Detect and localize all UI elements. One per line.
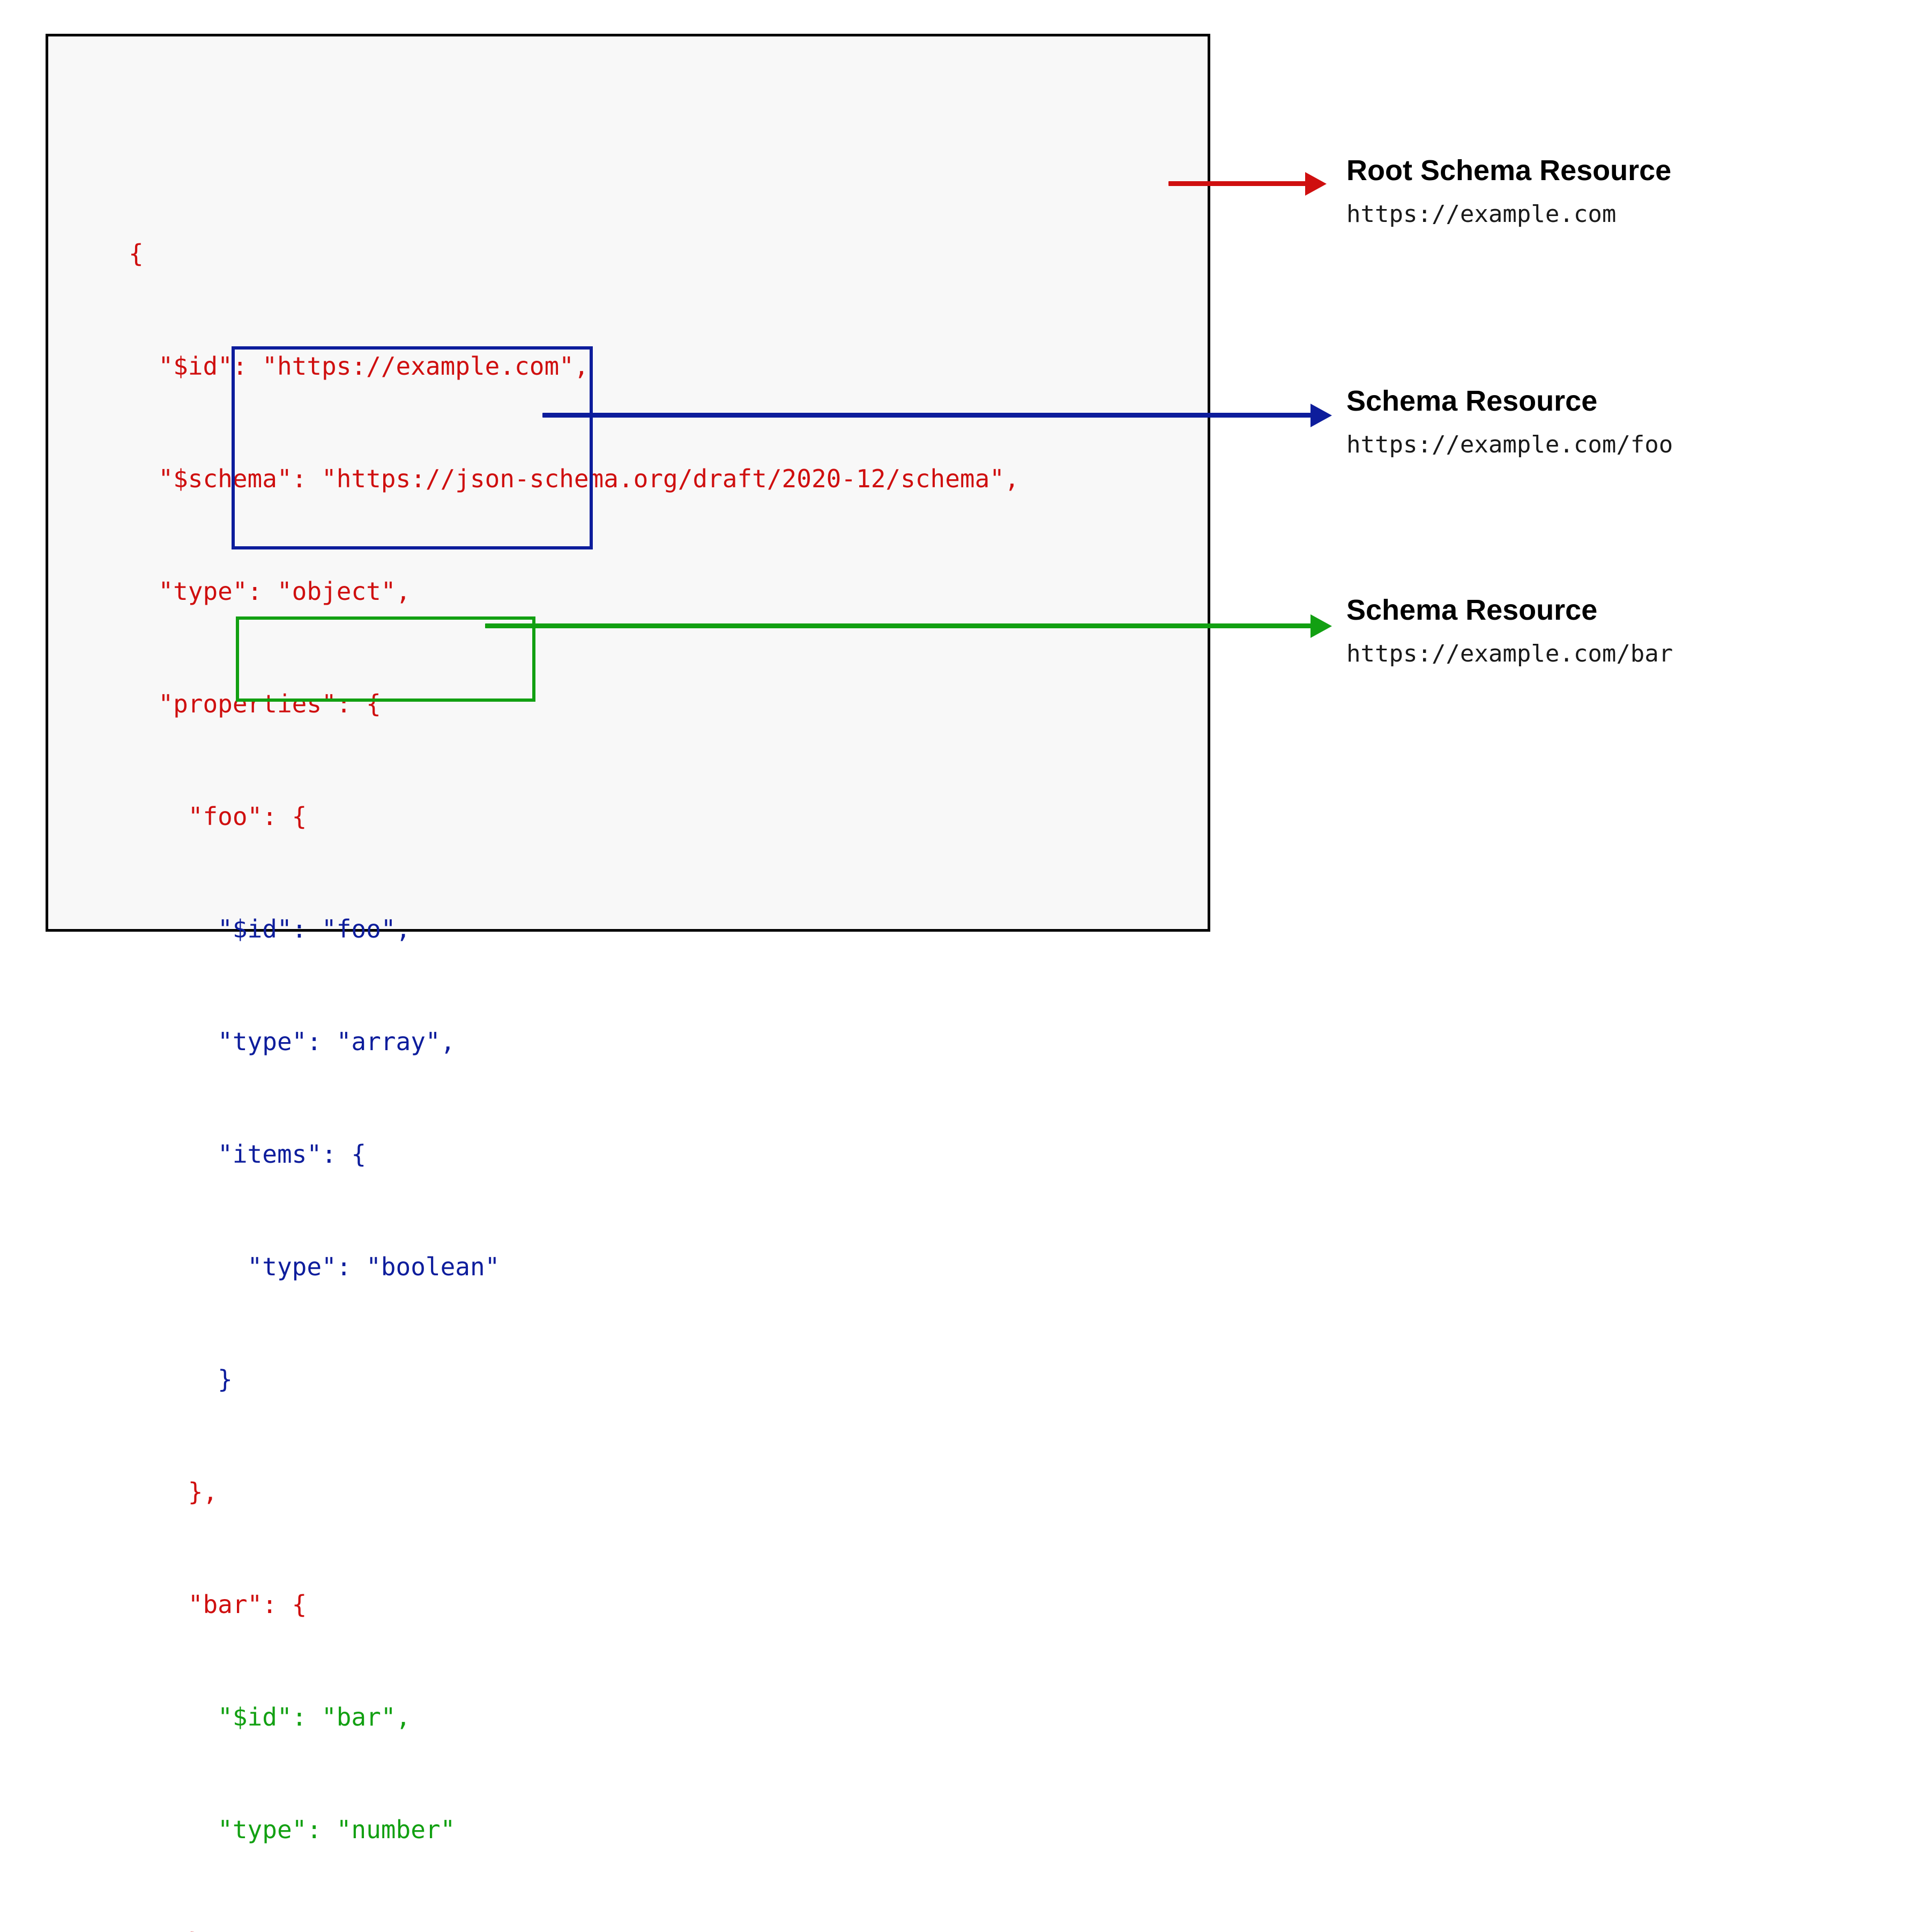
- code-line: "type": "number": [129, 1815, 456, 1844]
- callout-foo: Schema Resource https://example.com/foo: [1346, 385, 1673, 459]
- code-line: "type": "array",: [129, 1027, 456, 1056]
- arrow-head: [1311, 614, 1332, 638]
- code-line: },: [129, 1477, 218, 1506]
- arrow-shaft: [485, 623, 1312, 628]
- bar-subschema-highlight: [236, 616, 535, 702]
- code-line: }: [129, 1365, 233, 1394]
- foo-subschema-highlight: [232, 346, 593, 549]
- code-line: "$id": "bar",: [129, 1703, 411, 1732]
- callout-bar: Schema Resource https://example.com/bar: [1346, 594, 1673, 668]
- arrow-shaft: [542, 413, 1312, 418]
- code-line: "items": {: [129, 1140, 367, 1169]
- code-line: "properties": {: [129, 689, 381, 718]
- diagram-canvas: { "$id": "https://example.com", "$schema…: [46, 34, 1673, 1932]
- code-line: "bar": {: [129, 1590, 307, 1619]
- code-line: {: [129, 239, 144, 268]
- arrow-head: [1311, 404, 1332, 427]
- callout-title: Schema Resource: [1346, 385, 1598, 417]
- code-line: "$id": "foo",: [129, 915, 411, 943]
- callout-title: Schema Resource: [1346, 594, 1598, 626]
- code-line: "foo": {: [129, 802, 307, 831]
- code-line: "type": "boolean": [129, 1252, 500, 1281]
- callout-root: Root Schema Resource https://example.com: [1346, 154, 1671, 228]
- callout-url: https://example.com/bar: [1346, 640, 1673, 667]
- code-line: "type": "object",: [129, 577, 411, 606]
- callout-title: Root Schema Resource: [1346, 154, 1672, 187]
- callout-url: https://example.com: [1346, 200, 1617, 228]
- json-schema-code-panel: { "$id": "https://example.com", "$schema…: [46, 34, 1210, 1932]
- callout-url: https://example.com/foo: [1346, 431, 1673, 458]
- arrow-head: [1305, 172, 1327, 196]
- arrow-shaft: [1168, 181, 1307, 186]
- code-line: },: [129, 1923, 1019, 1932]
